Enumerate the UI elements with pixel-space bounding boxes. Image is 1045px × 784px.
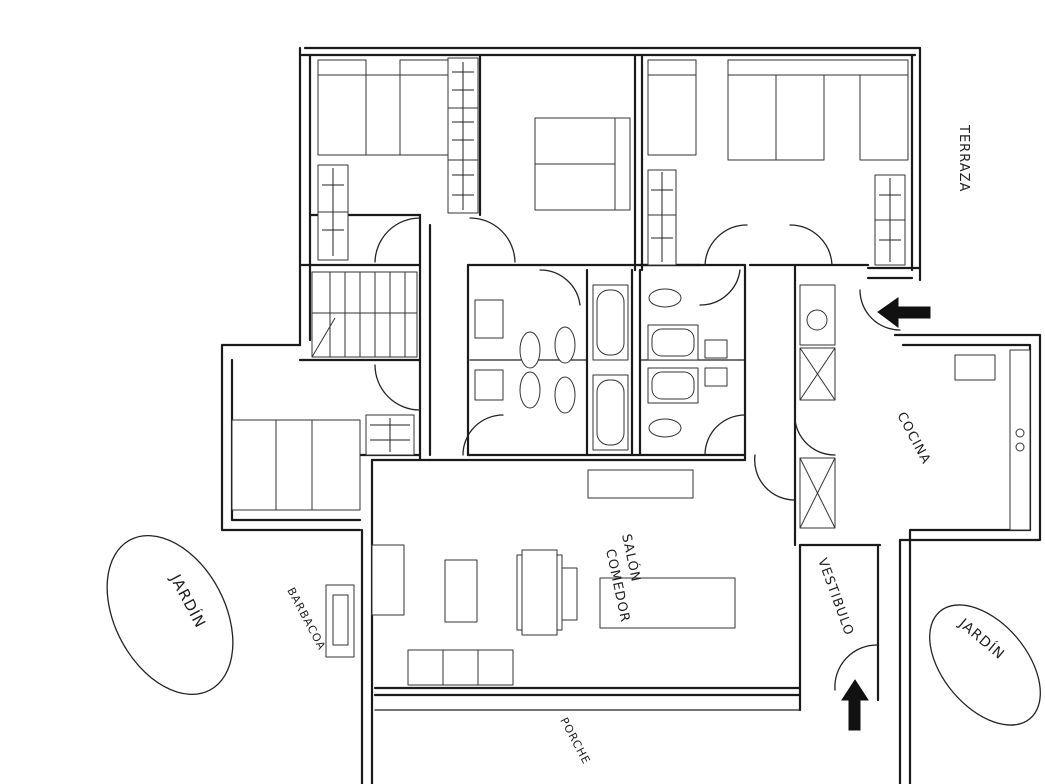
interior-walls xyxy=(298,53,870,547)
label-barbacoa: BARBACOA xyxy=(284,585,328,652)
label-cocina: COCINA xyxy=(893,410,933,467)
arrow-up-icon xyxy=(841,679,869,731)
label-vestibulo: VESTIBULO xyxy=(814,556,856,638)
bathroom-fixtures xyxy=(474,284,728,451)
label-porche: PORCHE xyxy=(557,715,593,766)
entrance-arrows xyxy=(841,297,931,731)
label-terraza: TERRAZA xyxy=(956,124,971,192)
label-jardin-left: JARDÍN xyxy=(166,570,210,631)
arrow-left-icon xyxy=(877,297,931,328)
doors xyxy=(374,217,901,691)
wardrobe-hatching xyxy=(322,62,901,452)
staircase xyxy=(311,271,418,358)
garden-outlines xyxy=(106,534,1041,726)
kitchen-fixtures xyxy=(799,284,1031,531)
living-furniture xyxy=(325,469,736,686)
